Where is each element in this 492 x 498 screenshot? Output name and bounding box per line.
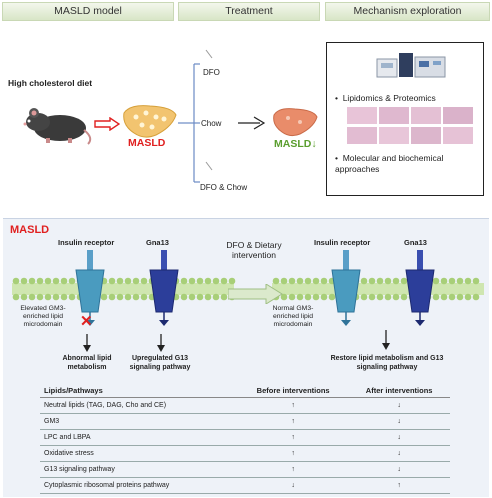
right-insulin-receptor-icon [331, 250, 361, 326]
cell-before: ↑ [238, 461, 349, 478]
red-arrow-icon [94, 117, 120, 131]
cell-after: ↓ [348, 429, 450, 446]
cell-pathway: G13 signaling pathway [40, 461, 238, 478]
left-gna13-icon [149, 250, 179, 326]
treatment-dfo: DFO [203, 68, 220, 77]
mass-spectrometer-icon [376, 53, 446, 78]
masld-reduced-label: MASLD↓ [274, 138, 317, 150]
col-header-after: After interventions [348, 384, 450, 398]
intervention-arrow-icon [228, 284, 283, 304]
cell-pathway: Neutral lipids (TAG, DAG, Cho and CE) [40, 397, 238, 414]
table-row: GM3 ↑ ↓ [40, 413, 450, 430]
cell-before: ↓ [238, 477, 349, 494]
cell-before: ↑ [238, 397, 349, 414]
header-masld-model: MASLD model [2, 2, 174, 21]
cell-before: ↑ [238, 429, 349, 446]
bullet-molecular: • Molecular and biochemical approaches [335, 153, 444, 174]
cell-after: ↑ [348, 477, 450, 494]
cell-pathway: Oxidative stress [40, 445, 238, 462]
fatty-liver-icon [123, 105, 177, 138]
col-header-before: Before interventions [238, 384, 349, 398]
intervention-label: DFO & Dietary intervention [226, 240, 282, 260]
masld-label: MASLD [128, 137, 166, 149]
table-row: Cytoplasmic ribosomal proteins pathway ↓… [40, 477, 450, 494]
cell-after: ↓ [348, 445, 450, 462]
cell-after: ↓ [348, 461, 450, 478]
left-down-arrow-2 [157, 334, 165, 352]
cell-pathway: LPC and LBPA [40, 429, 238, 446]
cell-pathway: Cytoplasmic ribosomal proteins pathway [40, 477, 238, 494]
mechanism-box: • Lipidomics & Proteomics • Molecular an… [326, 42, 484, 196]
cell-before: ↑ [238, 445, 349, 462]
treatment-chow: Chow [201, 119, 222, 128]
table-row: Oxidative stress ↑ ↓ [40, 445, 450, 462]
right-insulin-receptor-label: Insulin receptor [314, 238, 371, 247]
left-gna13-label: Gna13 [146, 238, 169, 247]
blocked-icon: ✕ [80, 313, 93, 330]
healthy-liver-icon [273, 108, 318, 137]
col-header-pathway: Lipids/Pathways [40, 384, 238, 398]
treatment-branches [178, 49, 266, 183]
right-gna13-icon [405, 250, 435, 326]
panel-title: MASLD [10, 224, 50, 236]
cell-after: ↓ [348, 397, 450, 414]
table-header-row: Lipids/Pathways Before interventions Aft… [40, 384, 450, 398]
table-row: Neutral lipids (TAG, DAG, Cho and CE) ↑ … [40, 397, 450, 414]
bullet-molecular-text: Molecular and biochemical approaches [335, 153, 444, 174]
treatment-dfo-chow: DFO & Chow [200, 183, 248, 192]
right-outcome: Restore lipid metabolism and G13 signali… [330, 355, 444, 371]
table-row: LPC and LBPA ↑ ↓ [40, 429, 450, 446]
right-gna13-label: Gna13 [404, 238, 427, 247]
left-outcome-lipid: Abnormal lipid metabolism [62, 355, 112, 371]
header-treatment: Treatment [178, 2, 320, 21]
left-membrane-note: Elevated GM3-enriched lipid microdomain [20, 305, 66, 328]
header-mechanism: Mechanism exploration [325, 2, 490, 21]
cell-pathway: GM3 [40, 413, 238, 430]
right-down-arrow [382, 330, 390, 350]
table-row: G13 signaling pathway ↑ ↓ [40, 461, 450, 478]
left-insulin-receptor-icon [75, 250, 105, 326]
left-insulin-receptor-label: Insulin receptor [58, 238, 115, 247]
bullet-lipidomics: • Lipidomics & Proteomics [335, 93, 436, 103]
cell-after: ↓ [348, 413, 450, 430]
cell-before: ↑ [238, 413, 349, 430]
bullet-lipidomics-text: Lipidomics & Proteomics [342, 93, 436, 103]
diet-label: High cholesterol diet [8, 78, 93, 88]
left-down-arrow-1 [83, 334, 91, 352]
left-outcome-g13: Upregulated G13 signaling pathway [129, 355, 191, 371]
results-table: Lipids/Pathways Before interventions Aft… [40, 384, 450, 494]
mouse-icon [23, 108, 92, 145]
right-membrane-note: Normal GM3-enriched lipid microdomain [272, 305, 314, 328]
histology-images [347, 107, 473, 144]
